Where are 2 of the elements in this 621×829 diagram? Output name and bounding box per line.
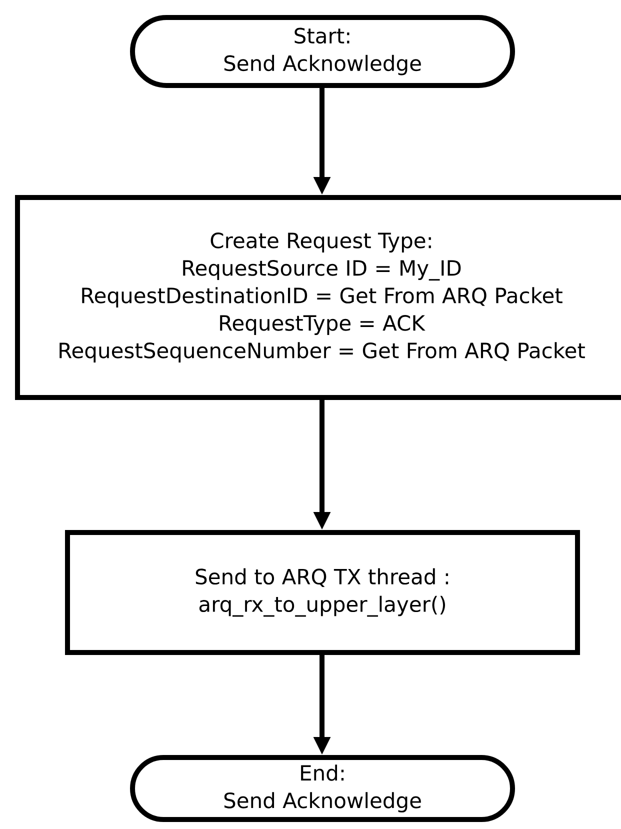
process-box: Create Request Type: RequestSource ID = My_ID RequestDestinationID = Get From ARQ Packet RequestType = ACK RequestSequenceNumber = Get From ARQ Packet (15, 195, 621, 400)
process-box: Send to ARQ TX thread : arq_rx_to_upper_layer() (65, 530, 580, 655)
